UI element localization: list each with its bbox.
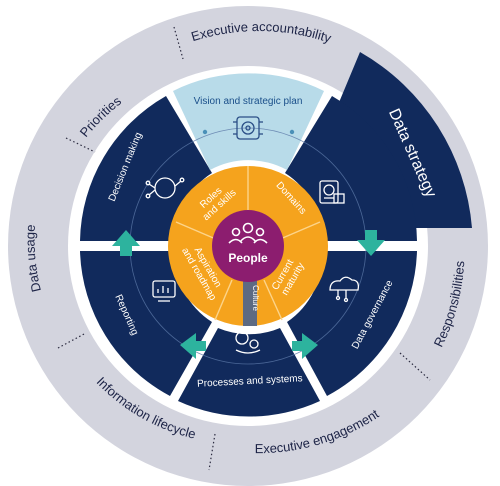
arrow-down-icon bbox=[357, 230, 385, 256]
monitor-chart-icon bbox=[152, 280, 176, 302]
segment-processes-systems[interactable] bbox=[178, 328, 320, 417]
document-chart-icon bbox=[319, 180, 345, 204]
arrow-left-icon bbox=[180, 333, 206, 359]
segment-domains-outer[interactable] bbox=[285, 96, 417, 241]
label-culture: Culture bbox=[251, 285, 260, 311]
culture-strip bbox=[243, 270, 257, 326]
orange-ring-dividers bbox=[175, 166, 321, 321]
segment-data-governance[interactable] bbox=[287, 251, 417, 396]
data-strategy-segment[interactable] bbox=[335, 52, 472, 228]
outer-ring-dividers bbox=[57, 26, 431, 471]
segment-reporting[interactable] bbox=[80, 251, 212, 396]
guide-dot bbox=[289, 129, 295, 135]
arrow-up-icon bbox=[112, 230, 140, 256]
gears-cloud-icon bbox=[235, 331, 261, 354]
cloud-network-icon bbox=[329, 276, 360, 303]
brain-network-icon bbox=[145, 177, 185, 199]
people-icon bbox=[228, 222, 268, 244]
label-people: People bbox=[228, 251, 268, 265]
segment-decision-making[interactable] bbox=[80, 96, 212, 241]
arrow-right-icon bbox=[292, 333, 318, 359]
label-vision-strategic-plan: Vision and strategic plan bbox=[194, 96, 303, 107]
guide-dot bbox=[202, 129, 208, 135]
center-people-circle[interactable] bbox=[212, 210, 284, 282]
target-chip-icon bbox=[233, 116, 263, 140]
